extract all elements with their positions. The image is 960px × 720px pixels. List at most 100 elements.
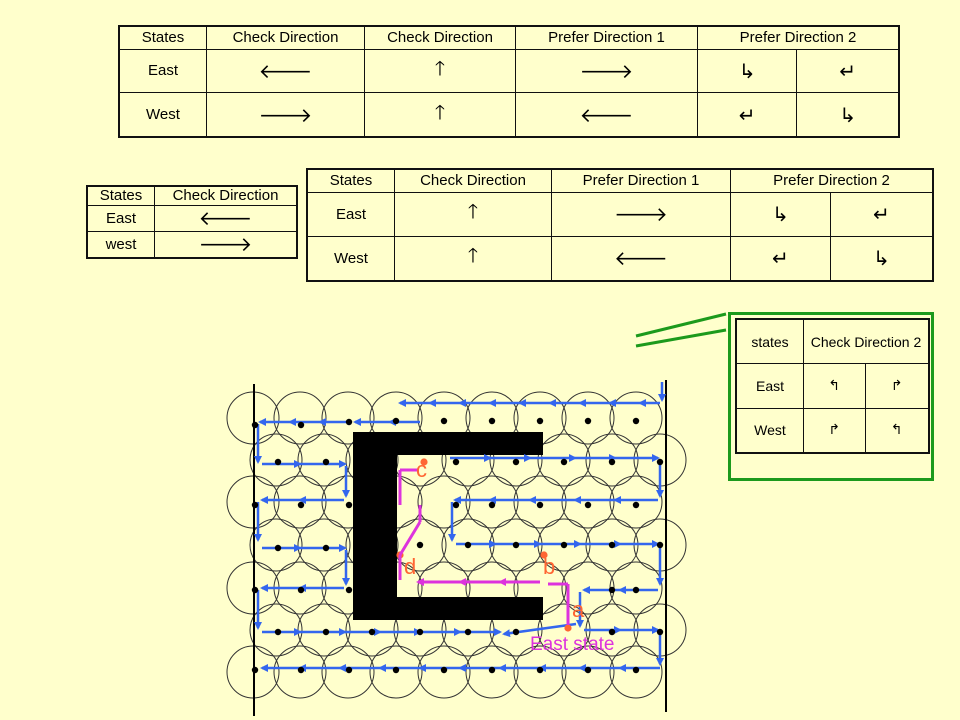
waypoint-dot [560, 541, 568, 549]
waypoint-dot [345, 586, 353, 594]
down-left-arrow-icon: ↵ [829, 191, 934, 237]
coverage-circle [513, 475, 567, 529]
left-arrow-icon: 🡐 [515, 92, 698, 138]
state-cell: East [118, 48, 207, 94]
coverage-circle [609, 645, 663, 699]
header-states: states [735, 318, 804, 365]
waypoint-dot [632, 501, 640, 509]
waypoint-dot [322, 458, 330, 466]
down-left-arrow-icon: ↵ [730, 235, 831, 282]
header-check-direction: Check Direction [394, 168, 552, 193]
waypoint-dot [656, 541, 664, 549]
waypoint-dot [345, 501, 353, 509]
waypoint-dot [584, 417, 592, 425]
coverage-circle [609, 391, 663, 445]
waypoint-dot [536, 666, 544, 674]
header-states: States [306, 168, 395, 193]
waypoint-dot [452, 501, 460, 509]
header-check-direction-1: Check Direction [206, 25, 365, 50]
waypoint-dot [632, 666, 640, 674]
labeled-point [540, 551, 548, 559]
coverage-circle [537, 433, 591, 487]
waypoint-dot [608, 458, 616, 466]
coverage-circle [273, 391, 327, 445]
header-check-direction: Check Direction [154, 185, 298, 206]
up-arrow-icon: 🡑 [394, 235, 552, 282]
small-state-table: States Check Direction East 🡐 west 🡒 [86, 185, 298, 259]
table-row: East 🡑 🡒 ↳ ↵ [306, 191, 934, 237]
up-arrow-icon: 🡑 [364, 48, 516, 94]
state-cell: East [306, 191, 395, 237]
magenta-highlight-path [398, 468, 570, 625]
waypoint-dots [251, 417, 664, 674]
waypoint-dot [488, 666, 496, 674]
table-header-row: states Check Direction 2 [735, 318, 930, 365]
waypoint-dot [512, 628, 520, 636]
header-prefer-direction-2: Prefer Direction 2 [697, 25, 900, 50]
coverage-circle [273, 475, 327, 529]
table-header-row: States Check Direction Check Direction P… [118, 25, 900, 50]
table-row: East 🡐 [86, 204, 298, 232]
waypoint-dot [251, 666, 259, 674]
waypoint-dot [464, 628, 472, 636]
state-cell: west [86, 230, 155, 259]
table-header-row: States Check Direction [86, 185, 298, 206]
table-row: West ↱ ↰ [735, 407, 930, 454]
coverage-circle [249, 518, 303, 572]
c-shaped-obstacle [353, 432, 543, 620]
waypoint-dot [584, 666, 592, 674]
right-arrow-icon: 🡒 [206, 92, 365, 138]
state-cell: West [735, 407, 804, 454]
waypoint-dot [297, 421, 305, 429]
coverage-circle [585, 433, 639, 487]
waypoint-dot [512, 458, 520, 466]
table-row: East ↰ ↱ [735, 363, 930, 409]
coverage-circle [321, 645, 375, 699]
waypoint-dot [464, 541, 472, 549]
right-arrow-icon: 🡒 [154, 230, 298, 259]
up-right-turn-icon: ↱ [864, 363, 930, 409]
down-left-arrow-icon: ↵ [696, 92, 798, 138]
down-right-arrow-icon: ↳ [730, 191, 831, 237]
state-cell: East [735, 363, 804, 409]
waypoint-dot [345, 666, 353, 674]
waypoint-dot [656, 458, 664, 466]
waypoint-dot [512, 541, 520, 549]
table-row: west 🡒 [86, 230, 298, 259]
waypoint-dot [251, 501, 259, 509]
table-row: West 🡑 🡐 ↵ ↳ [306, 235, 934, 282]
coverage-circle [609, 475, 663, 529]
waypoint-dot [251, 586, 259, 594]
coverage-circle [561, 391, 615, 445]
main-state-table: States Check Direction Check Direction P… [118, 25, 900, 138]
state-cell: West [118, 92, 207, 138]
highlight-segment [398, 521, 422, 556]
down-left-arrow-icon: ↵ [796, 48, 900, 94]
waypoint-dot [452, 458, 460, 466]
table-row: East 🡐 🡑 🡒 ↳ ↵ [118, 48, 900, 94]
coverage-circle [417, 475, 471, 529]
labeled-point [564, 624, 572, 632]
left-arrow-icon: 🡐 [551, 235, 731, 282]
header-prefer-direction-1: Prefer Direction 1 [515, 25, 698, 50]
coverage-circle [273, 645, 327, 699]
waypoint-dot [632, 417, 640, 425]
up-arrow-icon: 🡑 [364, 92, 516, 138]
coverage-circle [561, 561, 615, 615]
waypoint-dot [274, 458, 282, 466]
header-states: States [118, 25, 207, 50]
up-arrow-icon: 🡑 [394, 191, 552, 237]
waypoint-dot [345, 418, 353, 426]
coverage-circle [561, 645, 615, 699]
waypoint-dot [488, 417, 496, 425]
down-right-arrow-icon: ↳ [829, 235, 934, 282]
waypoint-dot [322, 628, 330, 636]
label-c: c [416, 457, 427, 482]
waypoint-dot [536, 501, 544, 509]
waypoint-dot [656, 628, 664, 636]
waypoint-dot [297, 666, 305, 674]
up-left-turn-icon: ↰ [803, 363, 866, 409]
up-left-turn-icon: ↰ [864, 407, 930, 454]
waypoint-dot [632, 586, 640, 594]
